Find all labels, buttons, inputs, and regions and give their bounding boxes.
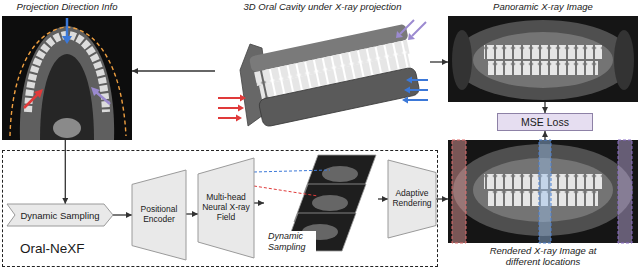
shape-outline — [198, 158, 254, 258]
encoder-trapezoid: Positional Encoder — [132, 170, 186, 260]
field-trapezoid: Multi-head Neural X-ray Field — [198, 158, 254, 258]
image-panel: Panoramic X-ray Image — [448, 2, 638, 102]
flow-arrow — [430, 61, 448, 62]
node-label: Multi-head Neural X-ray Field — [201, 193, 251, 222]
model-container: Oral-NeXF Dynamic Sampling Positional Enco… — [2, 150, 438, 267]
ct-slice-image — [2, 16, 132, 140]
image-panel: 3D Oral Cavity under X-ray projection — [215, 2, 430, 140]
rendered-image — [448, 140, 638, 243]
shape-outline — [7, 204, 113, 226]
node-label: Dynamic Sampling — [266, 231, 316, 252]
rendering-trapezoid: Adaptive Rendering — [388, 160, 436, 238]
flow-arrow — [113, 214, 132, 215]
node-label: Dynamic Sampling — [20, 210, 99, 221]
node-label: Adaptive Rendering — [391, 189, 433, 209]
flow-arrow — [254, 202, 264, 203]
panel-title: Rendered X-ray Image at different locati… — [473, 246, 613, 268]
panel-title: Projection Direction Info — [17, 2, 118, 13]
flow-arrow — [544, 131, 545, 140]
flow-arrow — [186, 213, 198, 214]
flow-arrow — [544, 102, 545, 113]
flow-arrow — [378, 198, 388, 199]
flow-arrow — [132, 70, 215, 71]
image-panel: Rendered X-ray Image at different locati… — [448, 140, 638, 268]
oral-cavity-3d — [218, 20, 428, 127]
container-title: Oral-NeXF — [20, 241, 85, 256]
panoramic-image — [448, 16, 638, 102]
sampling-chevron: Dynamic Sampling — [7, 204, 113, 226]
loss-box: MSE Loss — [497, 113, 593, 131]
shape-outline — [132, 170, 186, 260]
panel-title: 3D Oral Cavity under X-ray projection — [244, 2, 402, 13]
sampling-slices: Dynamic Sampling — [264, 152, 378, 264]
panel-title: Panoramic X-ray Image — [493, 2, 593, 13]
node-label: Positional Encoder — [135, 205, 183, 225]
sample-slices — [254, 155, 376, 251]
image-panel: Projection Direction Info — [2, 2, 132, 140]
node-label: MSE Loss — [521, 116, 569, 128]
shape-outline — [388, 160, 436, 238]
